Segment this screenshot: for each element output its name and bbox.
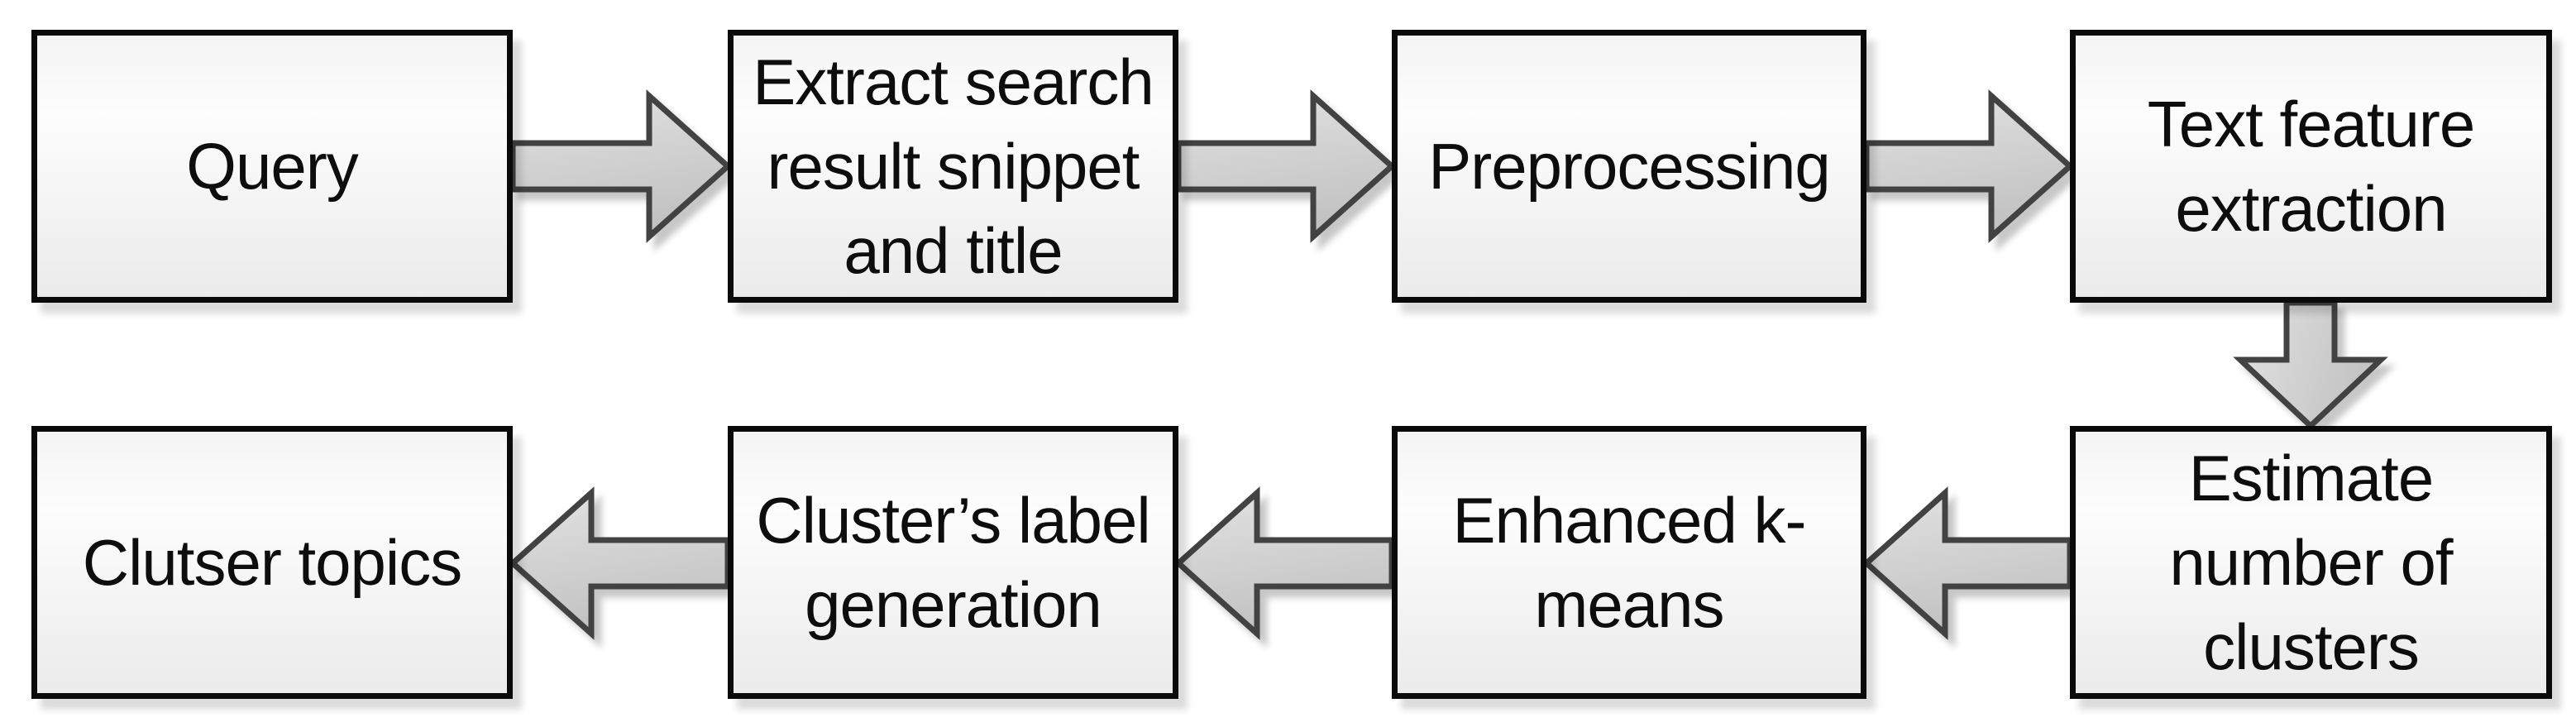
- flow-box-preprocessing-label: Preprocessing: [1428, 130, 1831, 203]
- flow-box-extract-snippet: Extract search result snippet and title: [728, 30, 1178, 303]
- flow-box-text-feature-label: Text feature extraction: [2147, 88, 2476, 245]
- arrow-textfeature-to-estimate-icon: [2233, 299, 2388, 430]
- flow-box-clutser-topics-label: Clutser topics: [82, 526, 462, 599]
- arrow-estimate-to-kmeans-icon: [1862, 486, 2073, 640]
- flow-box-cluster-label-label: Cluster’s label generation: [756, 484, 1150, 641]
- flow-box-query: Query: [31, 30, 513, 303]
- flow-box-cluster-label: Cluster’s label generation: [728, 426, 1178, 699]
- flow-box-preprocessing: Preprocessing: [1392, 30, 1866, 303]
- arrow-query-to-extract-icon: [509, 89, 733, 243]
- flow-box-estimate-clusters-label: Estimate number of clusters: [2169, 442, 2453, 683]
- flow-box-text-feature: Text feature extraction: [2070, 30, 2552, 303]
- flow-box-extract-snippet-label: Extract search result snippet and title: [753, 45, 1154, 287]
- arrow-extract-to-preprocessing-icon: [1175, 89, 1397, 243]
- flow-box-enhanced-kmeans: Enhanced k- means: [1392, 426, 1866, 699]
- arrow-kmeans-to-clusterlabel-icon: [1173, 486, 1395, 640]
- arrow-clusterlabel-to-topics-icon: [508, 486, 731, 640]
- flow-box-estimate-clusters: Estimate number of clusters: [2070, 426, 2552, 699]
- flow-box-clutser-topics: Clutser topics: [31, 426, 513, 699]
- flow-box-enhanced-kmeans-label: Enhanced k- means: [1452, 484, 1807, 641]
- arrow-preprocessing-to-textfeature-icon: [1863, 89, 2075, 243]
- flow-box-query-label: Query: [186, 130, 358, 203]
